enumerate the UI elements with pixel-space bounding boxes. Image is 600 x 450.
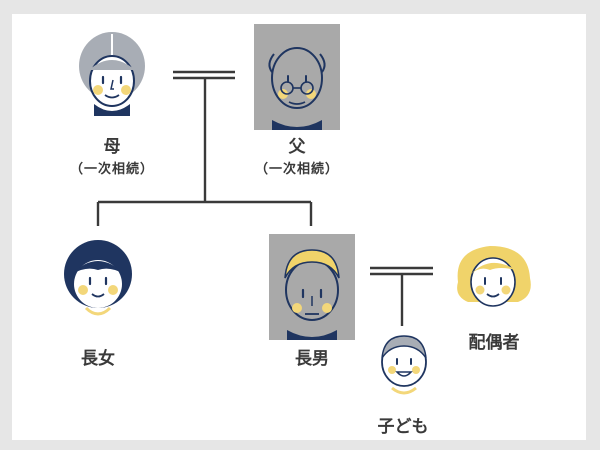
mother-label: 母 <box>103 137 121 157</box>
family-tree-diagram: 母 （一次相続） 父 （一次相続） 長女 長男 配偶者 子ども <box>12 14 586 440</box>
father-label: 父 <box>288 137 306 157</box>
father-portrait <box>254 24 340 130</box>
eldest-daughter-portrait <box>64 240 132 316</box>
mother-note: （一次相続） <box>69 162 154 177</box>
mother-portrait <box>79 32 145 116</box>
child-portrait <box>381 335 427 395</box>
father-note: （一次相続） <box>254 162 339 177</box>
connector-lines <box>96 70 433 326</box>
eldest-daughter-label: 長女 <box>81 349 115 369</box>
eldest-son-portrait <box>269 234 355 340</box>
spouse-label: 配偶者 <box>468 333 520 353</box>
child-label: 子ども <box>377 417 429 437</box>
spouse-portrait <box>457 246 531 307</box>
eldest-son-label: 長男 <box>295 349 329 369</box>
